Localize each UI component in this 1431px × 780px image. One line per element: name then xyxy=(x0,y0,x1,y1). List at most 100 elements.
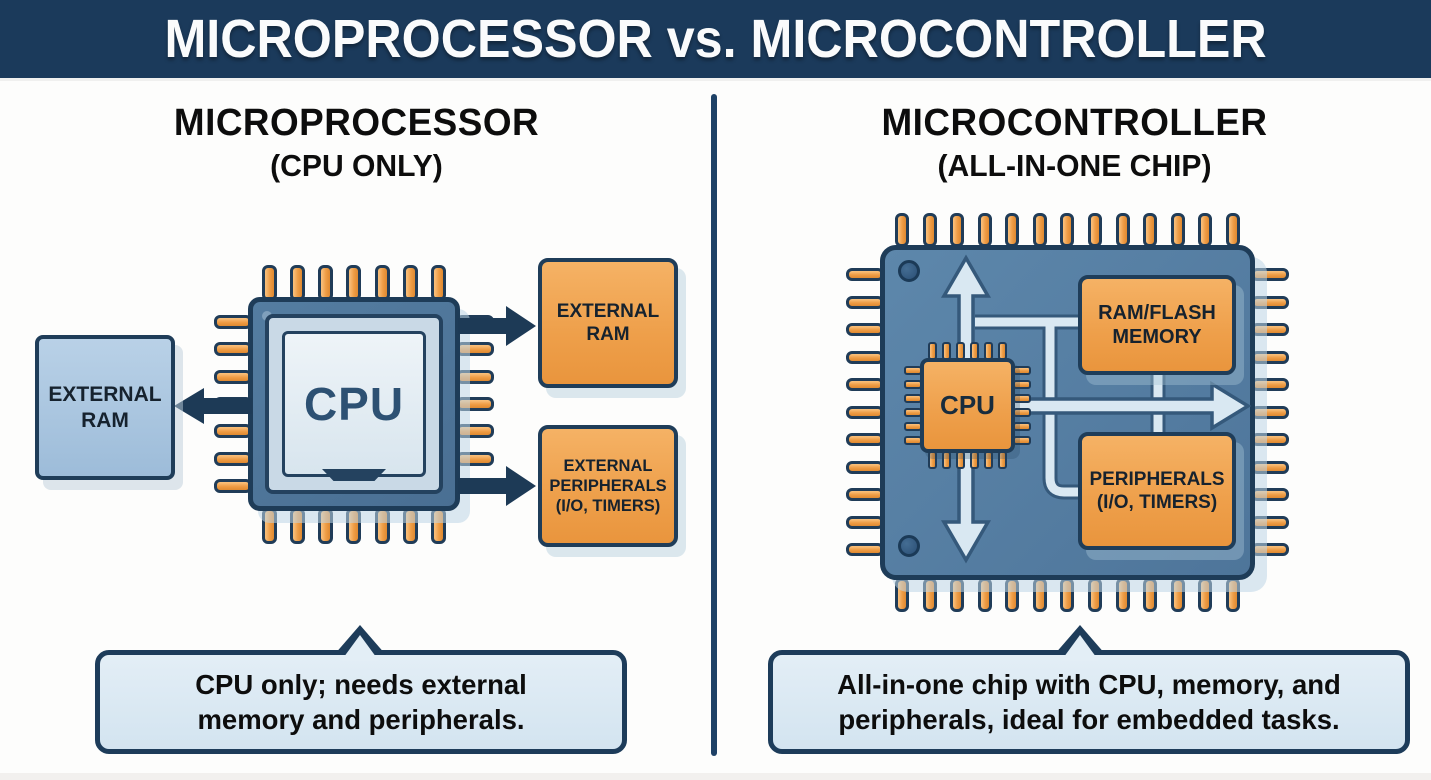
chip-pin xyxy=(846,405,884,419)
chip-pin xyxy=(1115,578,1130,612)
chip-pin xyxy=(846,378,884,391)
chip-pin xyxy=(1013,394,1031,403)
chip-pin xyxy=(1013,422,1031,431)
cpu-package-frame: CPU xyxy=(265,314,443,494)
chip-pin xyxy=(214,451,252,466)
chip-pin xyxy=(290,265,306,301)
chip-pin xyxy=(1170,578,1185,612)
chip-pin xyxy=(456,369,494,384)
chip-pin xyxy=(1251,295,1289,309)
chip-pin xyxy=(1251,405,1289,419)
chip-pin xyxy=(1170,213,1185,247)
chip-pin xyxy=(374,265,390,301)
right-caption-text: All-in-one chip with CPU, memory, and pe… xyxy=(837,668,1341,735)
chip-pin xyxy=(290,508,306,544)
left-caption-text: CPU only; needs external memory and peri… xyxy=(195,668,527,735)
chip-pin xyxy=(977,578,992,612)
chip-pin xyxy=(846,488,884,501)
chip-pin xyxy=(1198,578,1213,612)
chip-pin xyxy=(402,265,418,301)
title-bar: MICROPROCESSOR vs. MICROCONTROLLER xyxy=(0,0,1431,78)
chip-pin xyxy=(1032,578,1047,612)
chip-pin xyxy=(922,213,937,247)
chip-pin xyxy=(846,295,884,309)
chip-pin xyxy=(456,478,494,493)
chip-pin xyxy=(1225,578,1240,612)
chip-pin xyxy=(1251,378,1289,391)
callout-tail-fill xyxy=(1061,635,1099,661)
ram-flash-memory-box: RAM/FLASH MEMORY xyxy=(1078,275,1236,375)
right-panel-heading: MICROCONTROLLER (ALL-IN-ONE CHIP) xyxy=(718,102,1431,184)
cpu-label: CPU xyxy=(303,378,405,430)
chip-screw-bottom xyxy=(898,535,920,557)
chip-pin xyxy=(456,315,494,329)
right-subheading: (ALL-IN-ONE CHIP) xyxy=(937,148,1212,183)
chip-pin xyxy=(846,515,884,529)
chip-screw-top xyxy=(898,260,920,282)
chip-pin xyxy=(1251,488,1289,501)
chip-pin xyxy=(1225,213,1240,247)
chip-pin xyxy=(846,433,884,446)
chip-pin xyxy=(262,508,277,544)
chip-pin xyxy=(262,265,277,301)
chip-pin xyxy=(977,213,992,247)
chip-pin xyxy=(1088,578,1103,612)
right-heading: MICROCONTROLLER xyxy=(881,102,1268,144)
chip-pin xyxy=(1088,213,1103,247)
chip-pin xyxy=(942,451,951,469)
right-chip-left-pins xyxy=(846,268,884,556)
external-ram-right-label: EXTERNAL RAM xyxy=(556,300,660,345)
chip-pin xyxy=(1143,213,1158,247)
chip-pin xyxy=(1198,213,1213,247)
chip-pin xyxy=(1060,578,1075,612)
chip-pin xyxy=(1143,578,1158,612)
bottom-edge-strip xyxy=(0,773,1431,780)
chip-pin xyxy=(214,424,252,439)
external-ram-right-box: EXTERNAL RAM xyxy=(538,258,678,388)
chip-pin xyxy=(846,460,884,474)
chip-pin xyxy=(456,424,494,439)
chip-pin xyxy=(1005,578,1020,612)
external-ram-left-box: EXTERNAL RAM xyxy=(35,335,175,480)
chip-pin xyxy=(214,315,252,329)
chip-pin xyxy=(1251,268,1289,281)
chip-pin xyxy=(214,478,252,493)
callout-tail-fill xyxy=(341,635,379,661)
left-panel-heading: MICROPROCESSOR (CPU ONLY) xyxy=(0,102,713,184)
left-heading: MICROPROCESSOR xyxy=(173,102,540,144)
ram-flash-memory-label: RAM/FLASH MEMORY xyxy=(1098,301,1216,348)
mcu-cpu-bottom-pins xyxy=(928,451,1007,469)
chip-pin xyxy=(984,451,993,469)
chip-pin xyxy=(1251,323,1289,336)
chip-pin xyxy=(1013,408,1031,417)
chip-pin xyxy=(1032,213,1047,247)
chip-pin xyxy=(922,578,937,612)
cpu-die: CPU xyxy=(282,331,426,477)
external-ram-left-label: EXTERNAL RAM xyxy=(48,382,162,432)
chip-pin xyxy=(1013,380,1031,389)
right-chip-right-pins xyxy=(1251,268,1289,556)
left-subheading: (CPU ONLY) xyxy=(270,148,443,183)
mcu-peripherals-box: PERIPHERALS (I/O, TIMERS) xyxy=(1078,432,1236,550)
chip-pin xyxy=(846,543,884,556)
chip-pin xyxy=(1251,433,1289,446)
chip-pin xyxy=(456,342,494,357)
chip-pin xyxy=(950,578,965,612)
chip-pin xyxy=(970,451,979,469)
left-chip-top-pins xyxy=(262,265,446,301)
left-caption-callout: CPU only; needs external memory and peri… xyxy=(95,625,627,754)
chip-pin xyxy=(1251,543,1289,556)
external-peripherals-box: EXTERNAL PERIPHERALS (I/O, TIMERS) xyxy=(538,425,678,547)
chip-pin xyxy=(1115,213,1130,247)
mcu-cpu-box: CPU xyxy=(920,358,1015,453)
chip-pin xyxy=(846,268,884,281)
chip-pin xyxy=(214,396,252,411)
chip-pin xyxy=(895,578,909,612)
chip-pin xyxy=(928,451,937,469)
chip-pin xyxy=(430,265,446,301)
chip-pin xyxy=(895,213,909,247)
left-chip-bottom-pins xyxy=(262,508,446,544)
mcu-cpu-right-pins xyxy=(1013,366,1031,445)
cpu-package-notch xyxy=(322,469,386,481)
